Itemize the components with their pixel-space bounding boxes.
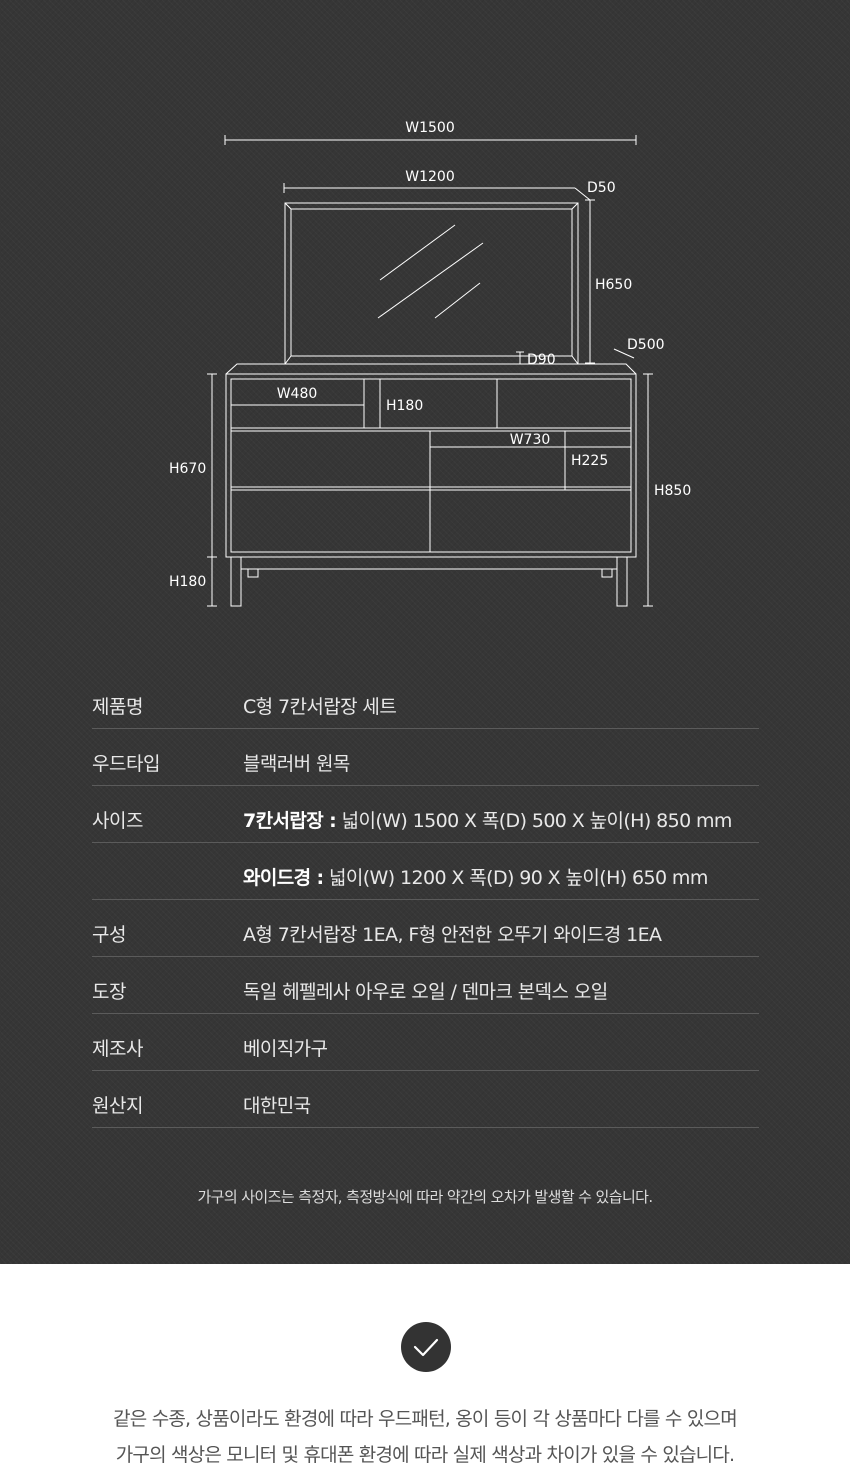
large-drawer-height-line [561,430,569,491]
leg-height-label: H180 [169,574,206,590]
caution-line-1: 같은 수종, 상품이라도 환경에 따라 우드패턴, 옹이 등이 각 상품마다 다… [113,1408,738,1430]
large-drawer-height-label: H225 [571,453,608,469]
spec-label: 도장 [92,981,126,1003]
mirror-base-depth-label: D90 [527,352,556,368]
overall-width-line [224,135,637,145]
spec-label: 제품명 [92,696,143,718]
spec-value-text: 대한민국 [243,1095,311,1117]
spec-value-bold: 7칸서랍장 : [243,810,337,832]
cabinet-depth-line [613,348,635,359]
small-drawer-width-line [230,400,365,410]
spec-value-text: C형 7칸서랍장 세트 [243,696,397,718]
spec-row-wood-type: 우드타입 블랙러버 원목 [92,729,759,786]
spec-value: A형 7칸서랍장 1EA, F형 안전한 오뚜기 와이드경 1EA [243,920,662,947]
spec-label: 사이즈 [92,810,143,832]
spec-value-text: 넓이(W) 1500 X 폭(D) 500 X 높이(H) 850 mm [336,810,733,832]
total-height-line [643,373,653,607]
large-drawer-width-line [429,442,632,452]
small-drawer-height-label: H180 [386,398,423,414]
spec-value-text: A형 7칸서랍장 1EA, F형 안전한 오뚜기 와이드경 1EA [243,924,662,946]
spec-value-text: 넓이(W) 1200 X 폭(D) 90 X 높이(H) 650 mm [323,867,708,889]
spec-value: 7칸서랍장 : 넓이(W) 1500 X 폭(D) 500 X 높이(H) 85… [243,806,732,833]
spec-label: 구성 [92,924,126,946]
mirror-base-depth-line [516,351,524,365]
spec-row-product-name: 제품명 C형 7칸서랍장 세트 [92,672,759,729]
spec-value: 블랙러버 원목 [243,749,350,776]
caution-line-2: 가구의 색상은 모니터 및 휴대폰 환경에 따라 실제 색상과 차이가 있을 수… [115,1444,735,1464]
spec-value-text: 블랙러버 원목 [243,753,350,775]
caution-section: 같은 수종, 상품이라도 환경에 따라 우드패턴, 옹이 등이 각 상품마다 다… [0,1264,850,1464]
spec-row-size-cabinet: 사이즈 7칸서랍장 : 넓이(W) 1500 X 폭(D) 500 X 높이(H… [92,786,759,843]
mirror-depth-label: D50 [587,180,616,196]
spec-value: C형 7칸서랍장 세트 [243,692,397,719]
spec-label: 우드타입 [92,753,160,775]
spec-value: 와이드경 : 넓이(W) 1200 X 폭(D) 90 X 높이(H) 650 … [243,863,708,890]
spec-value-text: 독일 헤펠레사 아우로 오일 / 덴마크 본덱스 오일 [243,981,608,1003]
mirror-drawing [284,202,579,365]
spec-row-size-mirror: 와이드경 : 넓이(W) 1200 X 폭(D) 90 X 높이(H) 650 … [92,843,759,900]
body-height-line [207,373,217,558]
total-height-label: H850 [654,483,691,499]
spec-row-composition: 구성 A형 7칸서랍장 1EA, F형 안전한 오뚜기 와이드경 1EA [92,900,759,957]
small-drawer-width-label: W480 [277,386,318,402]
spec-row-origin: 원산지 대한민국 [92,1071,759,1128]
size-notice: 가구의 사이즈는 측정자, 측정방식에 따라 약간의 오차가 발생할 수 있습니… [197,1188,653,1206]
mirror-height-line [585,199,595,364]
spec-label: 제조사 [92,1038,143,1060]
small-drawer-height-line [376,378,384,429]
spec-row-manufacturer: 제조사 베이직가구 [92,1014,759,1071]
spec-table: 제품명 C형 7칸서랍장 세트 우드타입 블랙러버 원목 사이즈 7칸서랍장 :… [92,672,759,1128]
spec-label: 원산지 [92,1095,143,1117]
overall-width-label: W1500 [405,120,454,136]
product-detail-section: W1500 W1200 D50 H650 D90 D500 W480 H180 … [0,0,850,1264]
large-drawer-width-label: W730 [510,432,551,448]
spec-value: 독일 헤펠레사 아우로 오일 / 덴마크 본덱스 오일 [243,977,608,1004]
spec-value: 베이직가구 [243,1034,328,1061]
spec-value: 대한민국 [243,1091,311,1118]
check-icon [401,1322,451,1372]
spec-row-finish: 도장 독일 헤펠레사 아우로 오일 / 덴마크 본덱스 오일 [92,957,759,1014]
mirror-height-label: H650 [595,277,632,293]
spec-value-text: 베이직가구 [243,1038,328,1060]
leg-height-line [207,557,217,607]
cabinet-depth-label: D500 [627,337,665,353]
mirror-width-label: W1200 [405,169,454,185]
spec-value-bold: 와이드경 : [243,867,324,889]
mirror-width-line [283,183,591,201]
dimension-diagram: W1500 W1200 D50 H650 D90 D500 W480 H180 … [169,120,691,607]
body-height-label: H670 [169,461,206,477]
